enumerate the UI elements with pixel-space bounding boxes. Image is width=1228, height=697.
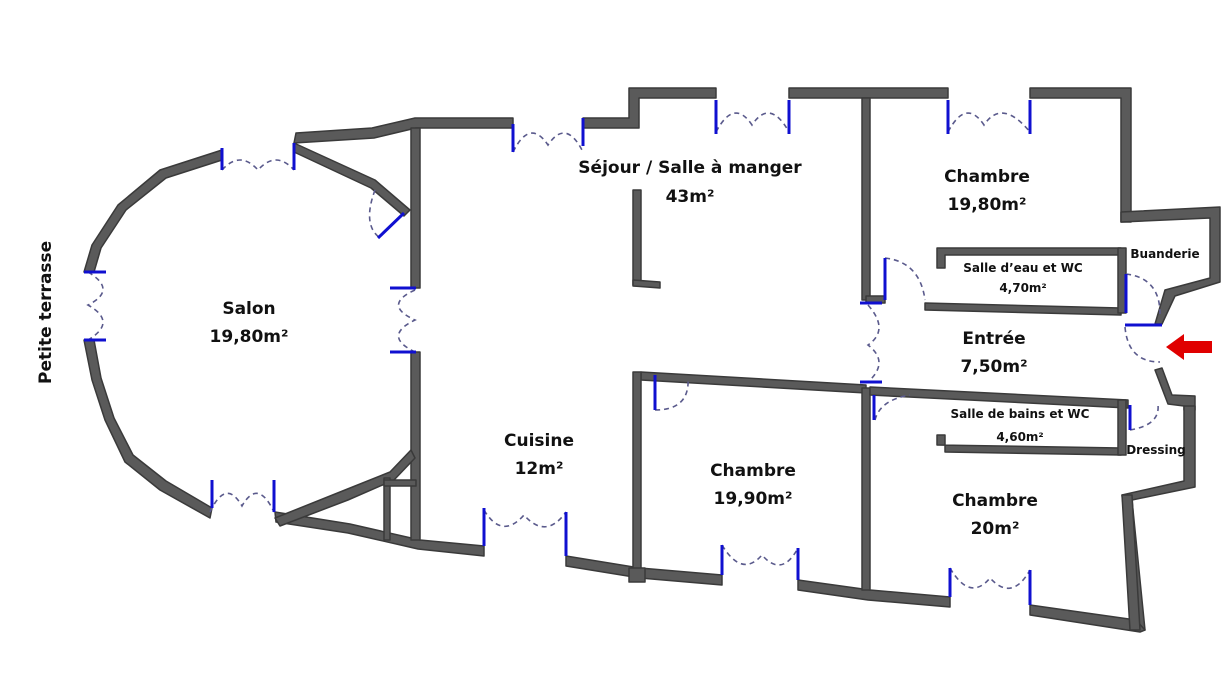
room-chambre-3-area: 20m² (971, 519, 1020, 539)
room-salon-name: Salon (222, 299, 275, 319)
room-chambre-1-area: 19,80m² (948, 195, 1027, 215)
room-cuisine-name: Cuisine (504, 431, 574, 451)
red-arrow-icon (1166, 334, 1212, 360)
room-entree-name: Entrée (962, 329, 1025, 349)
room-chambre-2-name: Chambre (710, 461, 796, 481)
room-buanderie-name: Buanderie (1130, 247, 1199, 261)
room-salle-deau-area: 4,70m² (999, 281, 1046, 295)
room-sejour-name: Séjour / Salle à manger (578, 158, 802, 178)
room-salon-area: 19,80m² (210, 327, 289, 347)
side-label-petite-terrasse: Petite terrasse (36, 241, 56, 384)
room-salle-deau-name: Salle d’eau et WC (963, 261, 1083, 275)
interior-walls (274, 97, 1129, 591)
room-sejour-area: 43m² (666, 187, 715, 207)
room-chambre-1-name: Chambre (944, 167, 1030, 187)
room-cuisine-area: 12m² (515, 459, 564, 479)
room-salle-de-bains-area: 4,60m² (996, 430, 1043, 444)
room-chambre-2-area: 19,90m² (714, 489, 793, 509)
room-entree-area: 7,50m² (960, 357, 1027, 377)
doors-windows (84, 100, 1162, 605)
room-chambre-3-name: Chambre (952, 491, 1038, 511)
room-dressing-name: Dressing (1126, 443, 1186, 457)
room-salle-de-bains-name: Salle de bains et WC (951, 407, 1090, 421)
